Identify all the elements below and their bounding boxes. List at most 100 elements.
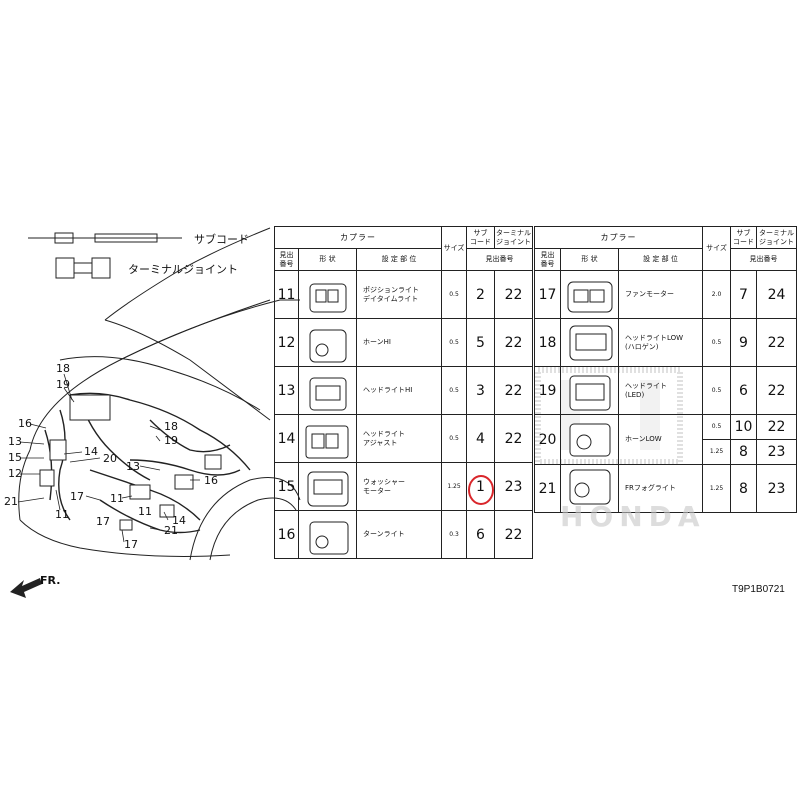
shape-cell xyxy=(560,464,619,513)
callout: 20 xyxy=(103,452,117,465)
callout: 17 xyxy=(70,490,84,503)
row-label: ファンモーター xyxy=(617,270,704,319)
row-sub: 6 xyxy=(466,510,496,559)
row-size: 0.5 xyxy=(441,270,468,319)
row-tj: 22 xyxy=(494,318,534,367)
row-size: 0.5 xyxy=(441,366,468,415)
legend-terminal-joint: ターミナルジョイント xyxy=(128,263,238,276)
row-size: 0.3 xyxy=(441,510,468,559)
row-no: 14 xyxy=(274,414,299,463)
callout: 13 xyxy=(126,460,140,473)
callout: 17 xyxy=(96,515,110,528)
callout: 21 xyxy=(164,524,178,537)
row-no: 20 xyxy=(534,414,561,465)
shape-cell xyxy=(560,318,619,367)
row-tj: 22 xyxy=(494,510,534,559)
row-size: 0.5 xyxy=(711,423,722,430)
row-tj: 22 xyxy=(494,366,534,415)
row-tj: 24 xyxy=(756,270,798,319)
row-label: ウォッシャー モーター xyxy=(355,462,443,511)
row-size-2: 1.25 xyxy=(703,439,730,464)
row-sub: 3 xyxy=(466,366,496,415)
row-label: FRフォグライト xyxy=(617,464,704,513)
row-label: ヘッドライト アジャスト xyxy=(355,414,443,463)
shape-cell xyxy=(298,270,357,319)
header-terminal-joint: ターミナル ジョイント xyxy=(756,226,798,249)
callout: 16 xyxy=(204,474,218,487)
legend-sub-cord: サブコード xyxy=(194,233,249,246)
row-tj: 23 xyxy=(494,462,534,511)
row-no: 11 xyxy=(274,270,299,319)
terminal-joint-icon xyxy=(55,257,111,279)
header-location: 設 定 部 位 xyxy=(355,248,443,271)
coupler-table-right: カプラー サイズ サブ コード ターミナル ジョイント 見出 番号 形 状 設 … xyxy=(533,226,798,513)
row-no: 19 xyxy=(534,366,561,415)
callout: 18 xyxy=(56,362,70,375)
header-index-no-right: 見出番号 xyxy=(730,248,798,271)
shape-cell xyxy=(298,510,357,559)
row-size: 0.5 xyxy=(441,414,468,463)
row-sub: 7 xyxy=(730,270,758,319)
callout: 13 xyxy=(8,435,22,448)
callout: 11 xyxy=(110,492,124,505)
row-size: 1.25 xyxy=(441,462,468,511)
row-sub: 1 xyxy=(466,462,496,511)
row-size: 0.5 xyxy=(702,366,732,415)
callout: 14 xyxy=(84,445,98,458)
watermark-text: HONDA xyxy=(560,500,706,533)
callout: 11 xyxy=(55,508,69,521)
front-arrow-icon xyxy=(10,578,42,598)
row-no: 12 xyxy=(274,318,299,367)
row-sub: 4 xyxy=(466,414,496,463)
row-label: ヘッドライトHI xyxy=(355,366,443,415)
row-tj: 22 xyxy=(756,366,798,415)
row-sub: 2 xyxy=(466,270,496,319)
row-label: ターンライト xyxy=(355,510,443,559)
row-sub: 8 xyxy=(730,464,758,513)
callout: 19 xyxy=(164,434,178,447)
header-shape: 形 状 xyxy=(560,248,619,271)
row-tj: 22 xyxy=(767,419,786,435)
car-outline xyxy=(18,227,301,561)
header-size: サイズ xyxy=(702,226,732,271)
row-sub: 5 xyxy=(466,318,496,367)
shape-cell xyxy=(560,270,619,319)
row-label: ポジションライト デイタイムライト xyxy=(355,270,443,319)
header-terminal-joint: ターミナル ジョイント xyxy=(494,226,534,249)
callout-leaders xyxy=(17,373,200,543)
row-size: 0.5 xyxy=(702,318,732,367)
header-sub-cord: サブ コード xyxy=(730,226,758,249)
shape-cell xyxy=(560,414,619,465)
callout: 16 xyxy=(18,417,32,430)
header-index-no: 見出 番号 xyxy=(534,248,561,271)
row-label: ホーンLOW xyxy=(617,414,704,465)
callout: 15 xyxy=(8,451,22,464)
shape-cell xyxy=(298,414,357,463)
header-index-no: 見出 番号 xyxy=(274,248,299,271)
row-tj-2: 23 xyxy=(757,439,796,464)
header-sub-cord: サブ コード xyxy=(466,226,496,249)
row-no: 18 xyxy=(534,318,561,367)
row-no: 21 xyxy=(534,464,561,513)
row-label: ヘッドライトLOW (ハロゲン) xyxy=(617,318,704,367)
callout: 17 xyxy=(124,538,138,551)
row-tj: 22 xyxy=(494,270,534,319)
front-direction-label: FR. xyxy=(40,574,61,587)
row-no: 17 xyxy=(534,270,561,319)
shape-cell xyxy=(298,318,357,367)
callout: 18 xyxy=(164,420,178,433)
header-location: 設 定 部 位 xyxy=(617,248,704,271)
header-index-no-right: 見出番号 xyxy=(466,248,534,271)
header-shape: 形 状 xyxy=(298,248,357,271)
row-sub: 6 xyxy=(730,366,758,415)
callout: 11 xyxy=(138,505,152,518)
connector-blocks xyxy=(39,394,222,531)
shape-cell xyxy=(298,366,357,415)
header-coupler: カプラー xyxy=(273,226,443,249)
callout: 19 xyxy=(56,378,70,391)
coupler-table-left: カプラー サイズ サブ コード ターミナル ジョイント 見出 番号 形 状 設 … xyxy=(273,226,534,559)
row-tj: 22 xyxy=(494,414,534,463)
row-sub: 10 xyxy=(734,419,753,435)
row-size: 1.25 xyxy=(702,464,732,513)
diagram-code: T9P1B0721 xyxy=(732,584,785,595)
